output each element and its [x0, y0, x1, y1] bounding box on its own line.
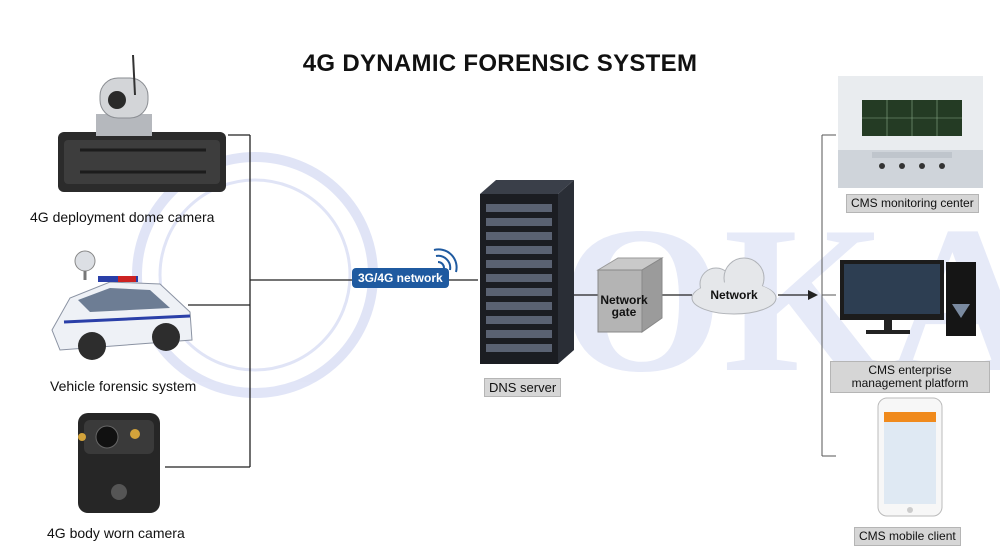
- dns-server-label: DNS server: [484, 378, 562, 397]
- monitoring-center-image: [838, 76, 983, 188]
- dome-camera-image: [58, 54, 226, 192]
- enterprise-platform-image: [840, 260, 976, 336]
- mobile-client-label: CMS mobile client: [854, 527, 961, 546]
- cloud-image: [691, 257, 777, 315]
- wireless-signal-icon: [433, 248, 458, 273]
- dome-camera-label: 4G deployment dome camera: [30, 209, 215, 225]
- gateway-box-image: [596, 257, 664, 333]
- enterprise-platform-label: CMS enterprise management platform: [830, 361, 990, 393]
- enterprise-label-line2: management platform: [851, 376, 969, 390]
- page-title: 4G DYNAMIC FORENSIC SYSTEM: [302, 50, 698, 77]
- gateway-label-line2: gate: [611, 305, 637, 319]
- vehicle-image: [51, 250, 193, 360]
- body-camera-image: [78, 413, 160, 513]
- cloud-label: Network: [710, 288, 758, 302]
- mobile-phone-image: [877, 397, 943, 517]
- gateway-label-line1: Network: [600, 293, 648, 307]
- vehicle-label: Vehicle forensic system: [50, 378, 197, 394]
- network-link-pill: 3G/4G network: [352, 268, 449, 288]
- arrow-head: [808, 290, 818, 300]
- enterprise-label-line1: CMS enterprise: [868, 363, 952, 377]
- server-rack-image: [480, 180, 574, 364]
- left-bracket: [165, 134, 808, 468]
- monitoring-center-label: CMS monitoring center: [846, 194, 979, 213]
- right-bracket: [821, 134, 836, 457]
- body-camera-label: 4G body worn camera: [47, 525, 185, 541]
- gateway-label: Network gate: [598, 294, 650, 318]
